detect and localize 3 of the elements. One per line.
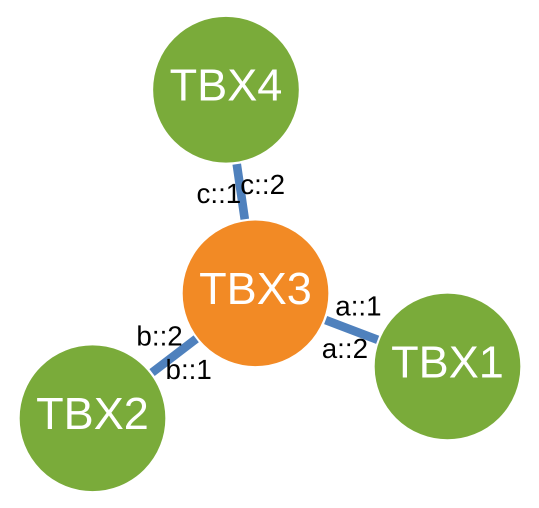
connector (324, 316, 379, 344)
connector (148, 335, 198, 376)
connector (232, 163, 249, 220)
